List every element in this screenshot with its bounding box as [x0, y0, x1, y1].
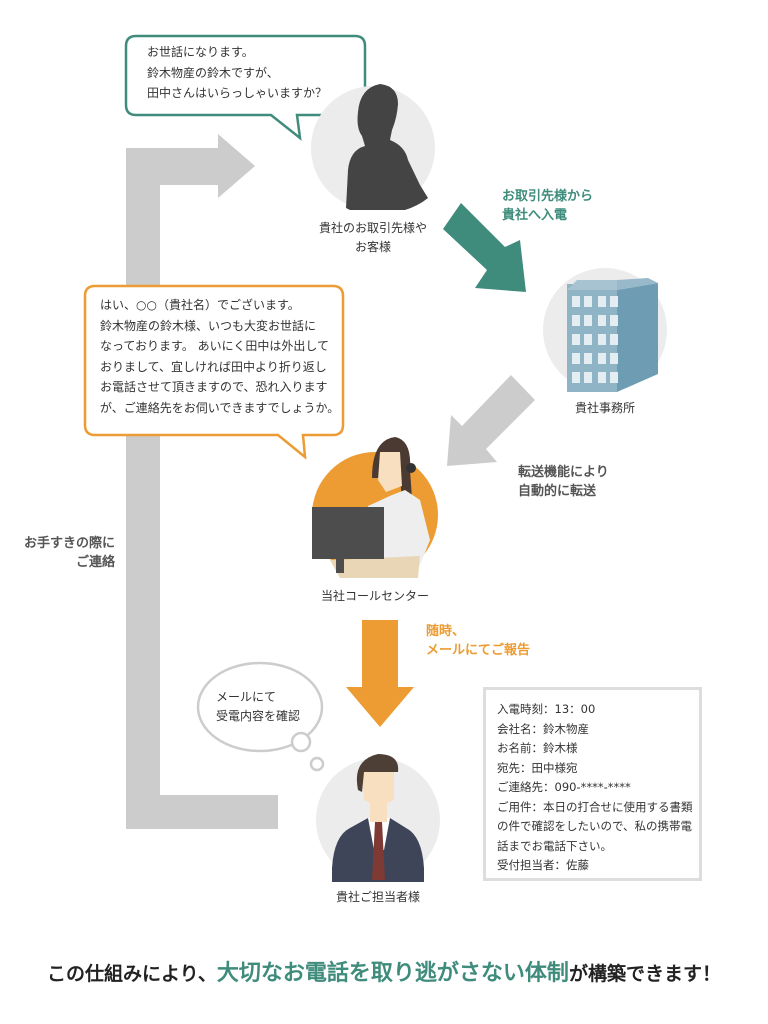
auto-transfer-label: 転送機能により 自動的に転送: [518, 465, 609, 499]
mail-line: 受付担当者：佐藤: [497, 858, 589, 872]
mail-line: の件で確認をしたいので、私の携帯電: [497, 819, 693, 833]
mail-line: 会社名：鈴木物産: [497, 721, 589, 736]
operator-speech-bubble: [83, 284, 345, 460]
mail-line: 宛先：田中様宛: [497, 760, 578, 775]
building-window: [610, 372, 618, 383]
building-window: [610, 296, 618, 307]
building-window: [610, 315, 618, 326]
building-window: [598, 372, 606, 383]
building-window: [598, 296, 606, 307]
client-avatar: [311, 84, 435, 210]
building-window: [598, 353, 606, 364]
email-report-card: 入電時刻：13：00 会社名：鈴木物産 お名前：鈴木様 宛先：田中様宛 ご連絡先…: [483, 687, 702, 881]
email-report-arrow: [346, 620, 414, 727]
email-report-label: 随時、 メールにてご報告: [426, 624, 531, 658]
call-center-label: 当社コールセンター: [320, 589, 429, 603]
building-window: [584, 372, 592, 383]
building-window: [584, 334, 592, 345]
building-window: [598, 334, 606, 345]
staff-avatar: [316, 754, 440, 882]
building-window: [572, 296, 580, 307]
person-silhouette-icon: [346, 84, 428, 210]
building-window: [572, 334, 580, 345]
building-window: [572, 372, 580, 383]
businessman-icon: [332, 754, 424, 882]
staff-thought-text: メールにて 受電内容を確認: [216, 690, 301, 723]
building-window: [598, 315, 606, 326]
client-speech-text: お世話になります。 鈴木物産の鈴木ですが、 田中さんはいらっしゃいますか？: [147, 45, 328, 100]
mail-line: 入電時刻：13：00: [497, 702, 596, 716]
incoming-call-label: お取引先様から 貴社へ入電: [502, 189, 594, 223]
staff-thought-bubble: [196, 661, 325, 772]
mail-line: お名前：鈴木様: [497, 741, 578, 755]
client-label: 貴社のお取引先様や お客様: [318, 221, 427, 254]
building-window: [584, 315, 592, 326]
call-center-avatar: [312, 437, 438, 578]
conclusion-prefix: この仕組みにより、: [47, 963, 217, 985]
building-window: [584, 296, 592, 307]
building-window: [572, 315, 580, 326]
staff-label: 貴社ご担当者様: [335, 890, 420, 904]
building-window: [584, 353, 592, 364]
building-window: [572, 353, 580, 364]
callback-arrow: [126, 134, 278, 829]
building-windows: [572, 296, 618, 383]
incoming-call-arrow: [443, 203, 526, 292]
conclusion-suffix: が構築できます！: [568, 963, 721, 985]
office-label: 貴社事務所: [574, 401, 635, 415]
office-avatar: [543, 268, 667, 392]
conclusion-highlight: 大切なお電話を取り逃がさない体制: [216, 961, 569, 986]
building-window: [610, 353, 618, 364]
operator-speech-text: はい、○○（貴社名）でございます。 鈴木物産の鈴木様、いつも大変お世話に なって…: [100, 298, 340, 415]
transfer-arrow: [447, 375, 535, 466]
building-window: [610, 334, 618, 345]
mail-line: ご用件：本日の打合せに使用する書類: [497, 799, 693, 814]
operator-headset-icon: [312, 437, 430, 578]
mail-line: 話までお電話下さい。: [497, 838, 612, 853]
client-speech-bubble: [124, 34, 367, 141]
mail-line: ご連絡先：090-****-****: [497, 780, 631, 794]
conclusion-text: この仕組みにより、大切なお電話を取り逃がさない体制が構築できます！: [0, 955, 768, 987]
callback-label: お手すきの際に ご連絡: [23, 536, 115, 570]
